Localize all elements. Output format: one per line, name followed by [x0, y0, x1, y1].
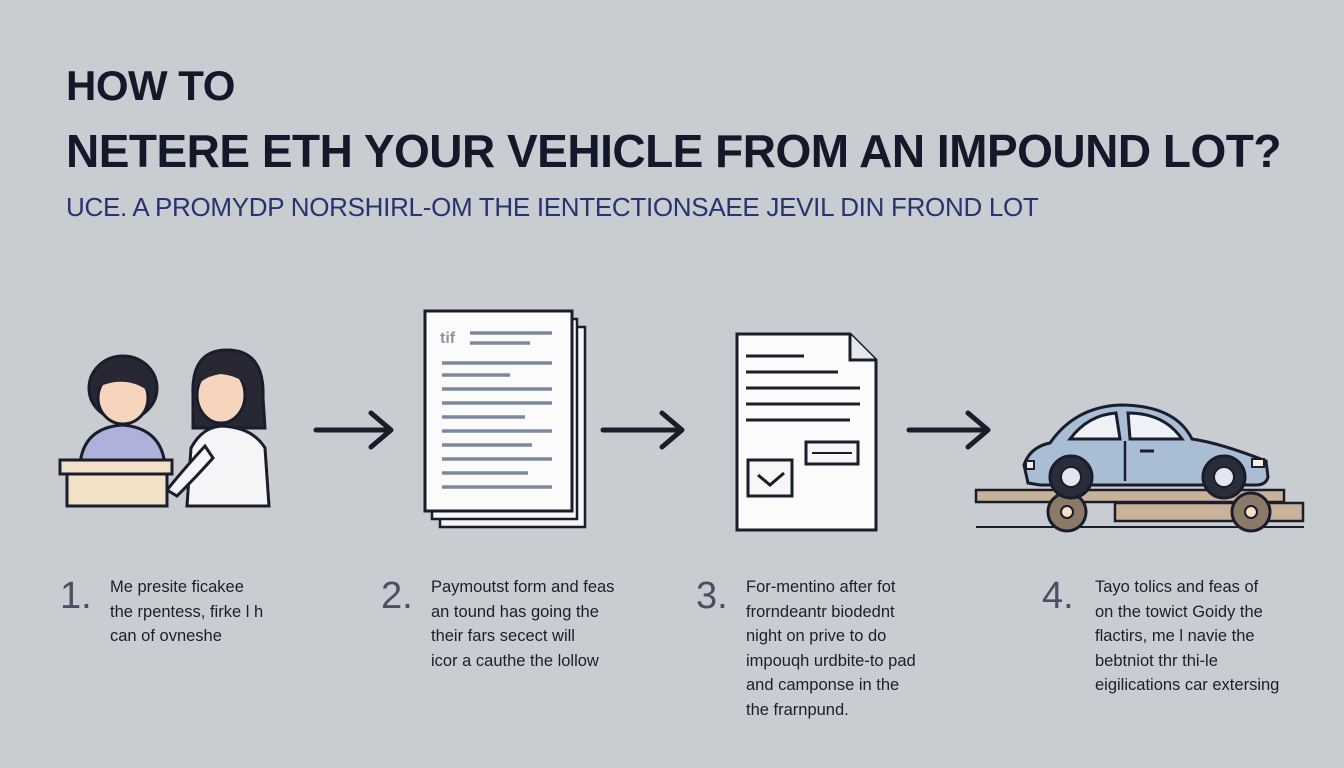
- document-mark: tif: [440, 330, 456, 347]
- step-4-text: Tayo tolics and feas of on the towict Go…: [1095, 575, 1279, 698]
- step-3-text: For-mentino after fot frorndeantr bioded…: [746, 575, 916, 722]
- step-2-line: Paymoutst form and feas: [431, 578, 615, 596]
- arrow-right-icon: [313, 410, 394, 450]
- step-4-line: bebtniot thr thi-le: [1095, 651, 1218, 670]
- step-1-text: Me presite ficakee the rpentess, firke l…: [110, 575, 263, 649]
- step-1-line: Me presite ficakee: [110, 578, 244, 596]
- step-1-number: 1.: [60, 575, 92, 617]
- step-2-number: 2.: [381, 575, 413, 617]
- arrow-right-icon: [600, 410, 685, 450]
- step-4-line: on the towict Goidy the: [1095, 602, 1263, 621]
- form-document-icon: [735, 332, 878, 532]
- step-3-number: 3.: [696, 575, 728, 617]
- step-3-line: frorndeantr biodednt: [746, 602, 895, 621]
- step-4-line: flactirs, me l navie the: [1095, 627, 1255, 645]
- step-3-line: impouqh urdbite-to pad: [746, 651, 916, 670]
- car-on-tow-trailer-icon: [974, 403, 1305, 533]
- step-3-line: night on prive to do: [746, 627, 887, 645]
- step-3-line: the frarnpund.: [746, 700, 849, 719]
- step-2-line: their fars secect will: [431, 627, 575, 645]
- title-line-1: HOW TO: [66, 62, 235, 109]
- step-2-text: Paymoutst form and feas an tound has goi…: [431, 575, 614, 673]
- title-line-2: NETERE ETH YOUR VEHICLE FROM AN IMPOUND …: [66, 125, 1281, 177]
- document-stack-icon: tif: [423, 309, 587, 529]
- step-4-number: 4.: [1042, 575, 1074, 617]
- step-3-line: For-mentino after fot: [746, 578, 896, 596]
- step-4-line: eigilications car extersing: [1095, 676, 1280, 694]
- step-1-line: the rpentess, firke l h: [110, 602, 264, 621]
- step-4-line: Tayo tolics and feas of: [1095, 578, 1259, 596]
- arrow-right-icon: [906, 410, 991, 450]
- people-at-desk-icon: [58, 348, 271, 508]
- step-1-line: can of ovneshe: [110, 627, 222, 645]
- step-2-line: an tound has going the: [431, 602, 599, 621]
- subtitle: UCE. A PROMYDP NORSHIRL-OM THE IENTECTIO…: [66, 192, 1039, 222]
- step-2-line: icor a cauthe the lollow: [431, 651, 599, 670]
- step-3-line: and camponse in the: [746, 676, 900, 694]
